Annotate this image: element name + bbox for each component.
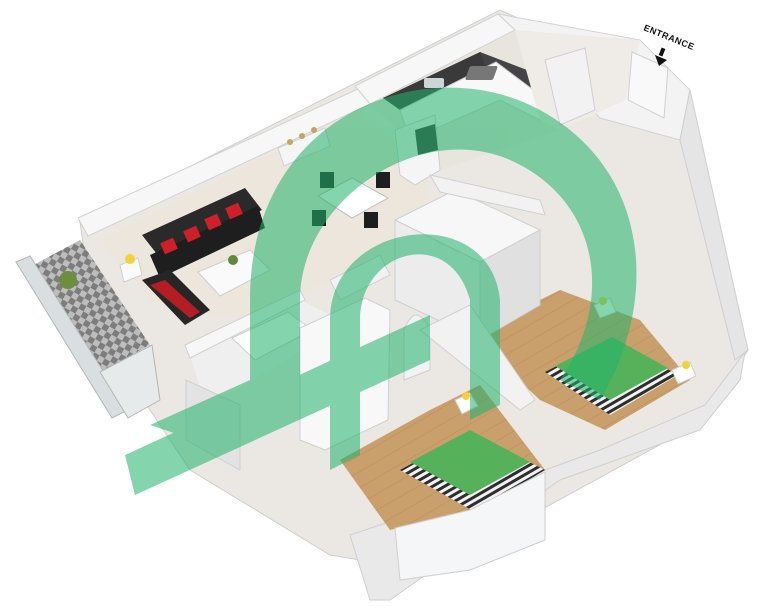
wall-partition: [428, 174, 546, 216]
watermark-base: [125, 315, 430, 495]
entrance-door: [627, 51, 669, 119]
lamp-icon: [125, 254, 135, 264]
vase-icon: [311, 127, 317, 133]
plant-icon: [59, 271, 77, 289]
dining-chair: [376, 172, 390, 188]
sofa-chaise-red-trim: [150, 280, 200, 318]
bedroom-front-window-wall: [394, 471, 546, 581]
dining-chair: [364, 212, 378, 228]
utility-closet: [544, 47, 596, 126]
watermark-ring: [150, 87, 637, 445]
cushion: [183, 225, 201, 243]
right-wall: [679, 89, 749, 361]
entrance-label: ENTRANCE: [642, 23, 696, 53]
stove-icon: [465, 66, 498, 80]
bed-front-cover: [410, 430, 530, 495]
lamp-icon: [682, 361, 690, 369]
arrow-down-icon: [655, 47, 667, 66]
balcony-railing-front: [99, 344, 161, 419]
plant-icon: [228, 255, 238, 265]
bedroom-front: [340, 385, 546, 581]
cushion: [204, 213, 222, 231]
brand-logo-watermark: [125, 87, 637, 495]
entrance-marker: ENTRANCE: [642, 23, 696, 53]
cushion: [225, 202, 243, 220]
vase-icon: [299, 133, 305, 139]
lamp-icon: [462, 392, 470, 400]
cushion: [160, 237, 178, 255]
sink-icon: [424, 78, 444, 88]
balcony-floor: [28, 240, 150, 372]
sofa-seat: [150, 206, 265, 278]
watermark-arch: [330, 234, 500, 470]
sofa: [142, 188, 265, 325]
balcony: [15, 240, 161, 419]
vase-icon: [287, 139, 293, 145]
